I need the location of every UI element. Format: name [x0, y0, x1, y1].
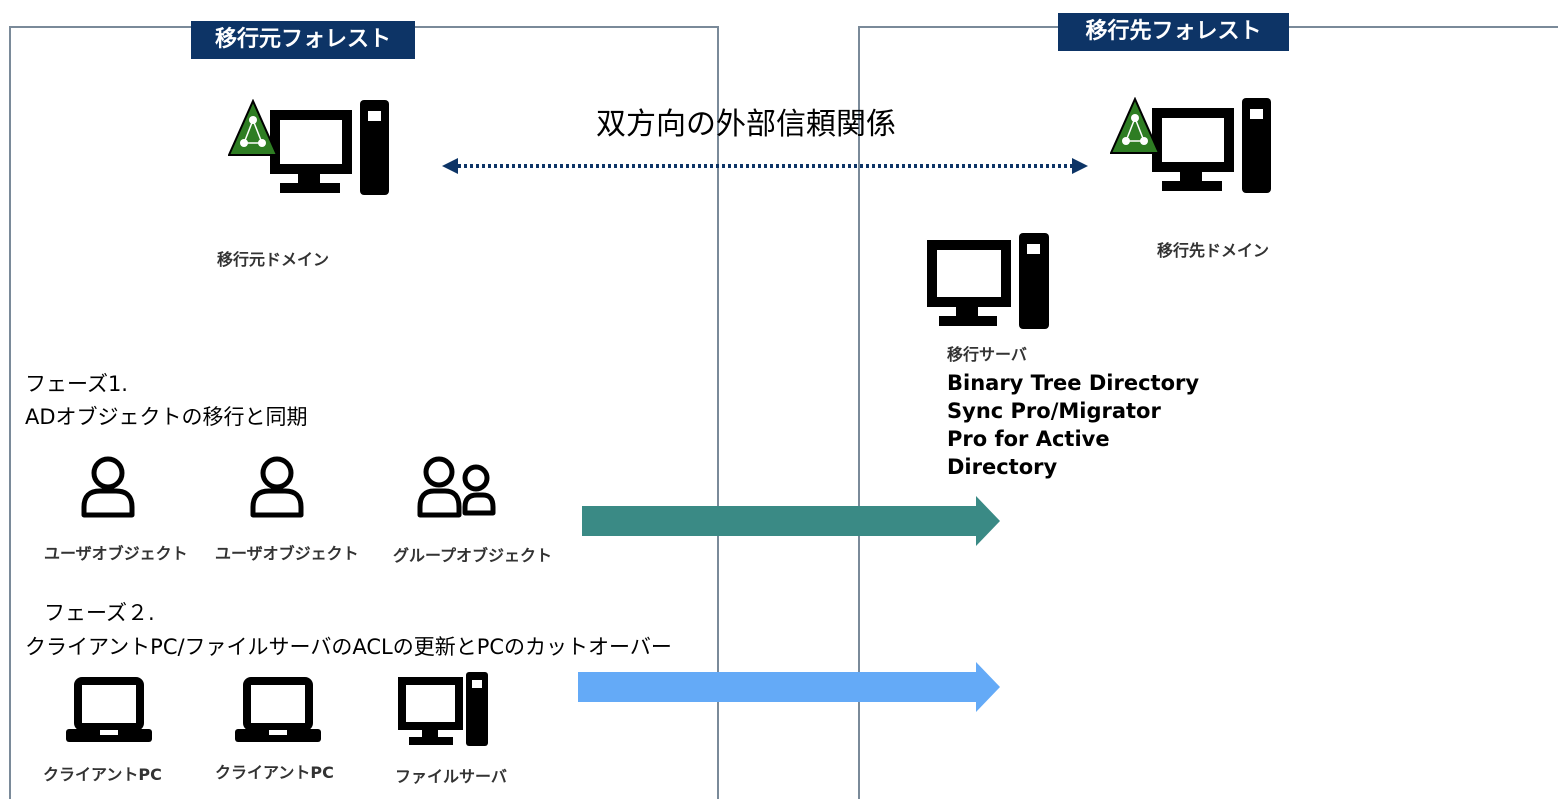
source-forest-label: 移行元フォレスト: [191, 21, 415, 59]
phase2-title: フェーズ２.: [44, 601, 155, 625]
trust-label: 双方向の外部信頼関係: [596, 107, 896, 142]
source-domain-label: 移行元ドメイン: [217, 250, 330, 269]
target-domain-icon: [1110, 97, 1271, 193]
server-pc-icon: [927, 233, 1049, 329]
phase1-subtitle: ADオブジェクトの移行と同期: [25, 405, 308, 429]
phase1-title: フェーズ1.: [25, 372, 128, 396]
item-label: グループオブジェクト: [393, 546, 553, 565]
item-label: ユーザオブジェクト: [44, 544, 188, 563]
tool-line: Pro for Active: [947, 427, 1110, 451]
file-server-icon: [398, 672, 488, 746]
tool-line: Sync Pro/Migrator: [947, 399, 1161, 423]
item-label: クライアントPC: [215, 763, 334, 782]
item-label: ユーザオブジェクト: [215, 544, 359, 563]
phase2-subtitle: クライアントPC/ファイルサーバのACLの更新とPCのカットオーバー: [25, 635, 672, 659]
user-icon: [81, 456, 135, 518]
tool-line: Directory: [947, 455, 1058, 479]
migration-tool-name: Binary Tree Directory Sync Pro/Migrator …: [947, 369, 1199, 481]
phase2-arrow: [578, 662, 1000, 712]
laptop-icon: [66, 677, 152, 742]
target-forest-border: [858, 26, 1558, 799]
tool-line: Binary Tree Directory: [947, 371, 1200, 395]
user-icon: [250, 456, 304, 518]
laptop-icon: [235, 677, 321, 742]
server-label: 移行サーバ: [947, 345, 1027, 364]
trust-arrow: [442, 158, 1088, 174]
phase1-arrow: [582, 496, 1000, 546]
item-label: ファイルサーバ: [395, 767, 507, 786]
target-forest-label: 移行先フォレスト: [1058, 13, 1289, 51]
item-label: クライアントPC: [43, 765, 162, 784]
source-domain-icon: [228, 99, 389, 195]
target-domain-label: 移行先ドメイン: [1157, 241, 1270, 260]
group-icon: [417, 456, 496, 518]
